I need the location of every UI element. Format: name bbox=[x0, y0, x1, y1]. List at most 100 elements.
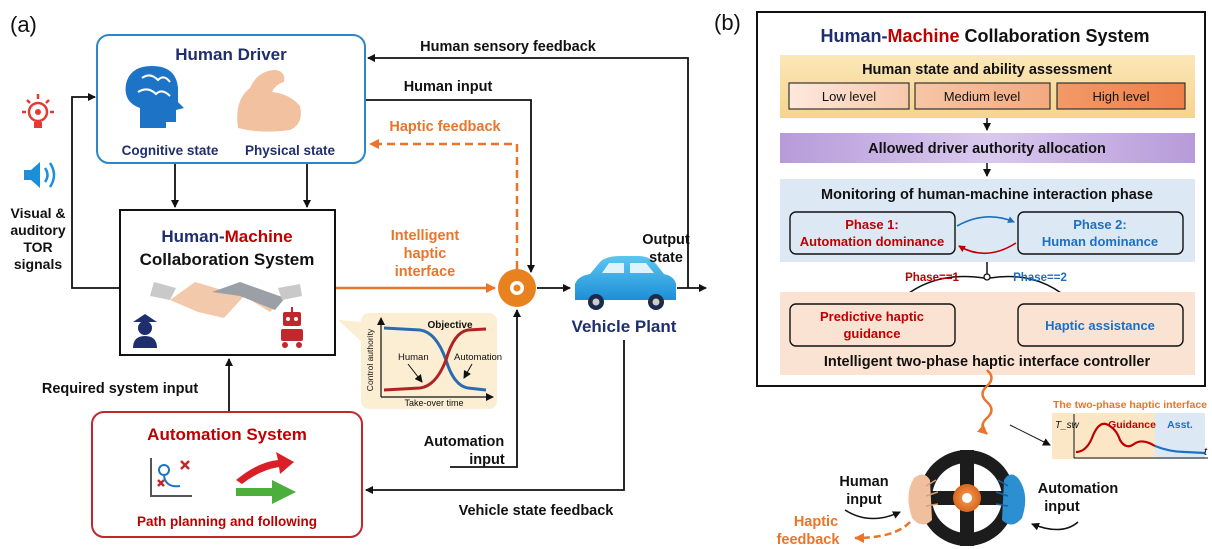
panel-b-label: (b) bbox=[714, 10, 741, 35]
phase2-label: Phase 2: bbox=[1073, 217, 1126, 232]
cognitive-state-label: Cognitive state bbox=[122, 143, 219, 158]
handshake-icon bbox=[150, 282, 302, 318]
phase1-box bbox=[789, 211, 956, 255]
phase-transition-arrow-red bbox=[958, 242, 1017, 255]
wheel-automation-input-label: input bbox=[1044, 499, 1080, 515]
phase-transition-arrow-blue bbox=[956, 216, 1015, 227]
automation-input-label: Automation bbox=[424, 434, 505, 450]
branch-node bbox=[983, 273, 991, 281]
robot-hand-icon bbox=[995, 474, 1026, 525]
inset-automation-label: Automation bbox=[454, 352, 502, 363]
automation-input-arrow bbox=[450, 309, 521, 468]
wheel-human-input-arrow bbox=[844, 509, 901, 520]
wheel-haptic-feedback-label: Haptic bbox=[794, 514, 838, 530]
authority-allocation-bar bbox=[780, 133, 1195, 163]
panel-a-label: (a) bbox=[10, 12, 37, 37]
inset-ylabel: Control authority bbox=[365, 328, 375, 391]
intelligent-haptic-label: interface bbox=[395, 264, 455, 280]
monitoring-title: Monitoring of human-machine interaction … bbox=[821, 187, 1153, 203]
physical-state-label: Physical state bbox=[245, 143, 336, 158]
haptic-assistance-label: Haptic assistance bbox=[1045, 318, 1155, 333]
objective-label: Objective bbox=[427, 320, 472, 331]
speaker-icon bbox=[24, 162, 56, 188]
vehicle-plant-label: Vehicle Plant bbox=[572, 317, 677, 336]
mini-plot-guidance-region bbox=[1052, 413, 1155, 459]
hmcs-title: Human-Machine bbox=[161, 227, 292, 246]
human-sensory-feedback-arrow bbox=[367, 54, 689, 288]
phase1-label: Phase 1: bbox=[845, 217, 898, 232]
mini-plot-assist-label: Asst. bbox=[1167, 419, 1193, 431]
high-level-label: High level bbox=[1092, 89, 1149, 104]
hmcs-title-line2: Collaboration System bbox=[140, 250, 315, 269]
robot-icon bbox=[281, 307, 303, 348]
medium-level-box bbox=[914, 82, 1051, 110]
phase1-label: Automation dominance bbox=[800, 234, 944, 249]
hmcs-detail-title: Human-Machine Collaboration System bbox=[820, 26, 1149, 46]
path-planning-icon bbox=[150, 458, 192, 497]
required-system-input-label: Required system input bbox=[42, 381, 198, 397]
haptic-assistance-box bbox=[1017, 303, 1184, 347]
human-input-arrow bbox=[366, 99, 535, 273]
brain-icon bbox=[125, 66, 184, 128]
phase2-box bbox=[1017, 211, 1184, 255]
predictive-guidance-label: Predictive haptic bbox=[820, 309, 924, 324]
branch-phase1-label: Phase==1 bbox=[905, 272, 959, 284]
human-driver-title: Human Driver bbox=[175, 45, 287, 64]
human-input-label: Human input bbox=[404, 79, 493, 95]
wheel-automation-input-label: Automation bbox=[1038, 481, 1119, 497]
output-state-label: Output bbox=[642, 232, 690, 248]
vehicle-state-feedback-label: Vehicle state feedback bbox=[459, 503, 615, 519]
muscle-arm-icon bbox=[237, 70, 301, 132]
output-state-label: state bbox=[649, 250, 683, 266]
police-officer-icon bbox=[133, 314, 157, 348]
medium-level-label: Medium level bbox=[944, 89, 1021, 104]
assessment-title: Human state and ability assessment bbox=[862, 62, 1112, 78]
branch-phase2-label: Phase==2 bbox=[1013, 272, 1067, 284]
mini-plot-guidance-label: Guidance bbox=[1108, 419, 1156, 431]
low-level-box bbox=[788, 82, 910, 110]
human-hand-icon bbox=[908, 474, 939, 525]
wheel-haptic-feedback-arrow bbox=[854, 521, 911, 543]
tor-signals-label: auditory bbox=[10, 222, 65, 238]
low-level-label: Low level bbox=[822, 89, 876, 104]
authority-allocation-label: Allowed driver authority allocation bbox=[868, 141, 1106, 157]
summing-junction bbox=[498, 269, 536, 307]
human-driver-box bbox=[96, 34, 366, 164]
wheel-human-input-label: input bbox=[846, 492, 882, 508]
haptic-feedback-label: Haptic feedback bbox=[389, 119, 501, 135]
tor-signals-label: TOR bbox=[23, 239, 52, 255]
haptic-feedback-arrow bbox=[369, 139, 519, 269]
automation-system-title: Automation System bbox=[147, 425, 307, 444]
assist-torque-curve bbox=[1154, 444, 1206, 455]
tor-signals-label: Visual & bbox=[11, 205, 66, 221]
mini-plot-xlabel: t bbox=[1204, 446, 1208, 458]
predictive-guidance-label: guidance bbox=[843, 326, 900, 341]
intelligent-haptic-label: Intelligent bbox=[391, 228, 460, 244]
automation-system-box bbox=[91, 411, 363, 538]
guidance-torque-curve bbox=[1075, 422, 1156, 454]
tor-signals-label: signals bbox=[14, 256, 62, 272]
steering-wheel-icon bbox=[919, 450, 1015, 546]
mini-plot-ylabel: T_sw bbox=[1055, 420, 1080, 431]
haptic-signal-wave bbox=[976, 369, 993, 435]
path-planning-label: Path planning and following bbox=[137, 514, 317, 529]
predictive-guidance-box bbox=[789, 303, 956, 347]
car-icon bbox=[575, 256, 676, 310]
automation-input-label: input bbox=[469, 452, 505, 468]
tor-signal-arrow bbox=[71, 93, 120, 289]
mini-plot-title: The two-phase haptic interface bbox=[1053, 399, 1207, 411]
inset-human-label: Human bbox=[398, 352, 429, 363]
intelligent-haptic-label: haptic bbox=[404, 246, 447, 262]
human-sensory-feedback-label: Human sensory feedback bbox=[420, 39, 597, 55]
human-authority-curve bbox=[383, 327, 487, 392]
direction-arrows-icon bbox=[236, 452, 296, 504]
inset-xlabel: Take-over time bbox=[404, 398, 463, 408]
wheel-automation-input-arrow bbox=[1031, 521, 1079, 531]
vehicle-state-feedback-arrow bbox=[365, 340, 625, 494]
callout-pointer bbox=[338, 320, 362, 342]
light-bulb-icon bbox=[22, 94, 54, 128]
wheel-human-input-label: Human bbox=[839, 474, 888, 490]
phase2-label: Human dominance bbox=[1042, 234, 1158, 249]
